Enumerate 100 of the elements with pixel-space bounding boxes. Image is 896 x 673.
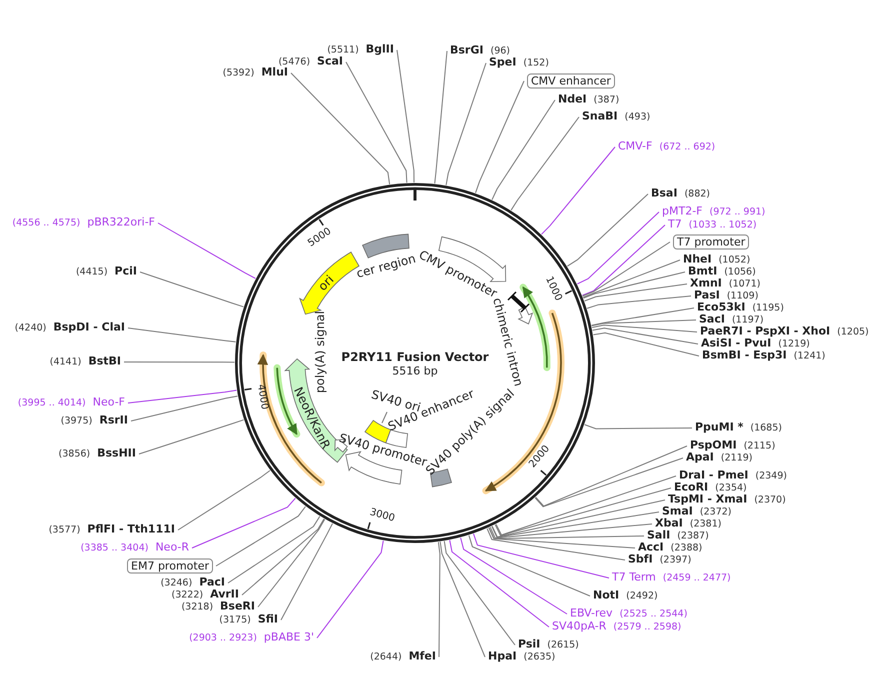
leader-line (591, 308, 694, 326)
primer-name: Neo-R (155, 542, 189, 554)
enzyme-name: BspDI - ClaI (53, 322, 125, 334)
enzyme-name: NdeI (558, 94, 587, 106)
feature-callout: T7 promoter (673, 234, 750, 250)
site-position: (4141) (50, 356, 82, 368)
leader-line (541, 146, 616, 235)
site-position: (2459 .. 2477) (662, 572, 731, 584)
enzyme-name: PacI (199, 576, 225, 588)
leader-line (216, 506, 306, 566)
leader-line (446, 62, 486, 186)
site-position: (152) (523, 58, 549, 70)
site-position: (3975) (60, 416, 92, 428)
leader-line (586, 296, 692, 309)
site-position: (2370) (754, 494, 786, 506)
site-position: (5392) (222, 68, 254, 80)
leader-line (192, 498, 296, 548)
leader-line (382, 412, 388, 424)
site-position: (2903 .. 2923) (189, 632, 257, 644)
primer-name: EBV-rev (570, 608, 613, 620)
enzyme-name: PpuMI * (695, 422, 744, 434)
primer-name: SV40pA-R (552, 620, 606, 632)
leader-line (582, 224, 666, 296)
site-position: (3577) (48, 524, 80, 536)
site-position: (3218) (181, 602, 214, 614)
leader-line (130, 396, 238, 422)
site-position: (4415) (76, 266, 108, 278)
leader-line (444, 540, 516, 646)
site-position: (4556 .. 4575) (12, 218, 80, 230)
site-position: (1205) (837, 326, 869, 338)
primer-name: Neo-F (92, 396, 125, 408)
map-title: P2RY11 Fusion Vector (341, 349, 489, 366)
site-position: (2387) (677, 530, 709, 542)
site-position: (2119) (720, 452, 752, 464)
leader-line (468, 534, 590, 596)
leader-line (592, 324, 698, 332)
feature-label: cer region (355, 252, 417, 280)
enzyme-name: SbfI (628, 554, 653, 566)
site-position: (2381) (690, 518, 722, 530)
site-position: (1685) (750, 422, 782, 434)
leader-line (158, 222, 256, 279)
enzyme-name: MfeI (408, 650, 436, 662)
site-position: (3246) (160, 578, 192, 590)
leader-line (492, 100, 556, 200)
site-position: (2372) (700, 506, 732, 518)
site-position: (1241) (794, 350, 826, 362)
leader-line (280, 523, 333, 620)
site-position: (2615) (547, 640, 579, 652)
leader-line (488, 527, 644, 540)
primer-name: T7 (668, 218, 682, 230)
site-position: (2579 .. 2598) (613, 622, 682, 634)
leader-line (178, 470, 270, 530)
leader-line (138, 419, 244, 454)
site-position: (3995 .. 4014) (18, 398, 86, 410)
site-position: (1033 .. 1052) (688, 220, 757, 232)
map-size: 5516 bp (392, 366, 438, 376)
site-position: (4240) (14, 322, 46, 334)
leader-line (346, 62, 408, 184)
site-position: (387) (594, 94, 620, 106)
site-position: (3385 .. 3404) (80, 542, 148, 554)
enzyme-name: ScaI (317, 56, 343, 68)
site-position: (2354) (715, 482, 747, 494)
leader-line (490, 524, 652, 539)
feature-callout: EM7 promoter (127, 558, 213, 574)
site-position: (1195) (752, 302, 784, 314)
site-position: (2644) (370, 652, 402, 664)
site-position: (3856) (58, 448, 90, 460)
enzyme-name: SalI (647, 530, 670, 542)
leader-line (434, 50, 448, 184)
leader-line (535, 446, 688, 507)
leader-line (228, 516, 320, 584)
enzyme-name: BsaI (651, 188, 678, 200)
site-position: (2349) (755, 470, 787, 482)
leader-line (438, 542, 440, 658)
leader-line (290, 72, 390, 185)
leader-line (473, 533, 610, 578)
leader-line (494, 488, 672, 536)
site-position: (2525 .. 2544) (620, 608, 688, 620)
enzyme-name: TspMI - XmaI (668, 494, 748, 506)
leader-line (576, 212, 660, 284)
enzyme-name: PspOMI (690, 440, 737, 452)
leader-line (396, 50, 414, 183)
leader-line (584, 284, 688, 302)
site-position: (5511) (327, 44, 359, 56)
leader-line (534, 458, 684, 508)
enzyme-name: NotI (593, 590, 620, 602)
enzyme-name: Eco53kI (697, 302, 746, 314)
site-position: (3222) (172, 590, 204, 602)
site-position: (2492) (626, 590, 658, 602)
enzyme-name: MluI (261, 66, 288, 78)
enzyme-name: AvrII (210, 588, 239, 600)
enzyme-name: AsiSI - PvuI (701, 338, 772, 350)
leader-line (486, 528, 626, 560)
feature-label: chimeric intron (491, 296, 525, 388)
site-position: (5476) (278, 56, 310, 68)
leader-line (128, 390, 238, 404)
enzyme-name: SmaI (662, 506, 693, 518)
site-position: (672 .. 692) (659, 142, 716, 154)
enzyme-name: BmtI (688, 266, 718, 278)
enzyme-name: ApaI (686, 452, 714, 464)
